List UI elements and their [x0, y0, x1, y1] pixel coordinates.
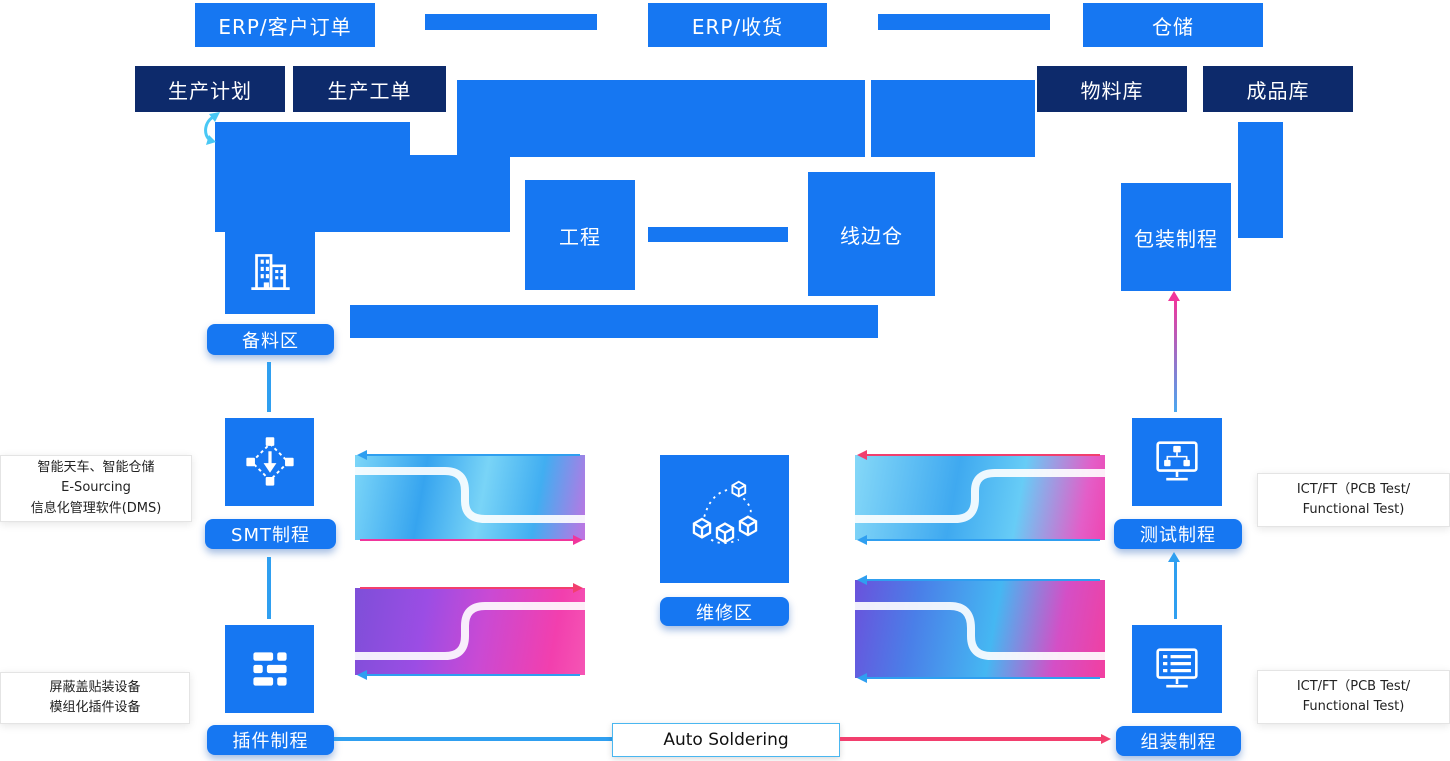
flow-line [357, 450, 580, 460]
connector-bar [878, 14, 1050, 30]
testing-process-tile [1132, 418, 1222, 506]
node-erp-customer-order: ERP/客户订单 [195, 3, 375, 47]
flow-line [360, 535, 583, 545]
conveyor-graphic-smt-bottom [355, 583, 585, 680]
annotation-line: Functional Test) [1302, 502, 1405, 517]
node-production-order: 生产工单 [293, 66, 446, 112]
annotation-line: 屏蔽盖贴装设备 [49, 679, 141, 695]
node-material-warehouse: 物料库 [1037, 66, 1187, 112]
flow-block [350, 305, 878, 338]
connector-soldering-to-assembly [840, 737, 1102, 741]
conveyor-graphic-test-top [855, 450, 1105, 545]
annotation-line: E-Sourcing [61, 480, 131, 496]
connector-line [267, 362, 271, 412]
monitor-hierarchy-icon [1156, 441, 1198, 481]
conveyor-graphic-smt-top [355, 450, 585, 545]
node-production-plan: 生产计划 [135, 66, 285, 112]
flow-line [360, 583, 583, 593]
flow-block [410, 155, 510, 232]
node-line-side-warehouse: 线边仓 [808, 172, 935, 296]
station-insertion-process: 插件制程 [207, 725, 334, 755]
node-engineering: 工程 [525, 180, 635, 290]
flow-block [1238, 122, 1283, 238]
flow-line [857, 575, 1100, 585]
annotation-line: ICT/FT（PCB Test/ [1296, 678, 1411, 694]
monitor-checklist-icon [1156, 648, 1198, 688]
annotation-smart-warehouse: 智能天车、智能仓储 E-Sourcing 信息化管理软件(DMS) [0, 455, 192, 522]
station-smt-process: SMT制程 [205, 519, 336, 549]
connector-bar [425, 14, 597, 30]
assembly-process-tile [1132, 625, 1222, 713]
flow-line [857, 673, 1100, 683]
annotation-insertion-equipment: 屏蔽盖贴装设备 模组化插件设备 [0, 672, 190, 724]
prep-area-tile [225, 227, 315, 314]
station-repair-area: 维修区 [660, 597, 789, 626]
station-testing-process: 测试制程 [1114, 519, 1242, 549]
conveyor-graphic-assembly-bottom [855, 575, 1105, 683]
arrowhead-right [1101, 734, 1111, 744]
annotation-line: 信息化管理软件(DMS) [30, 500, 162, 516]
connector-insertion-to-soldering [334, 737, 612, 741]
insertion-process-tile [225, 625, 314, 713]
annotation-ict-ft-assembly: ICT/FT（PCB Test/ Functional Test) [1257, 670, 1450, 724]
flow-line [857, 535, 1100, 545]
linked-cubes-icon [692, 480, 757, 545]
node-packaging-process: 包装制程 [1121, 183, 1231, 291]
connector-line [267, 557, 271, 619]
repair-area-tile [660, 455, 789, 583]
connector-bar [648, 227, 788, 242]
flow-line [857, 450, 1100, 460]
node-finished-goods-warehouse: 成品库 [1203, 66, 1353, 112]
flow-block [871, 80, 1035, 157]
node-auto-soldering: Auto Soldering [612, 723, 840, 757]
factory-building-icon [251, 253, 290, 290]
station-assembly-process: 组装制程 [1116, 726, 1241, 756]
annotation-line: 模组化插件设备 [49, 700, 141, 715]
flow-line [357, 670, 580, 680]
component-list-icon [252, 652, 287, 686]
distribution-flow-icon [245, 437, 294, 486]
sync-loop-icon [204, 112, 220, 145]
flow-block [457, 80, 865, 157]
station-material-prep-area: 备料区 [207, 324, 334, 355]
node-erp-receiving: ERP/收货 [648, 3, 827, 47]
annotation-line: Functional Test) [1302, 699, 1405, 714]
node-warehouse: 仓储 [1083, 3, 1263, 47]
annotation-line: 智能天车、智能仓储 [37, 460, 155, 476]
annotation-ict-ft-test: ICT/FT（PCB Test/ Functional Test) [1257, 473, 1450, 527]
smt-process-tile [225, 418, 314, 506]
annotation-line: ICT/FT（PCB Test/ [1296, 481, 1411, 497]
flow-block [215, 122, 410, 232]
